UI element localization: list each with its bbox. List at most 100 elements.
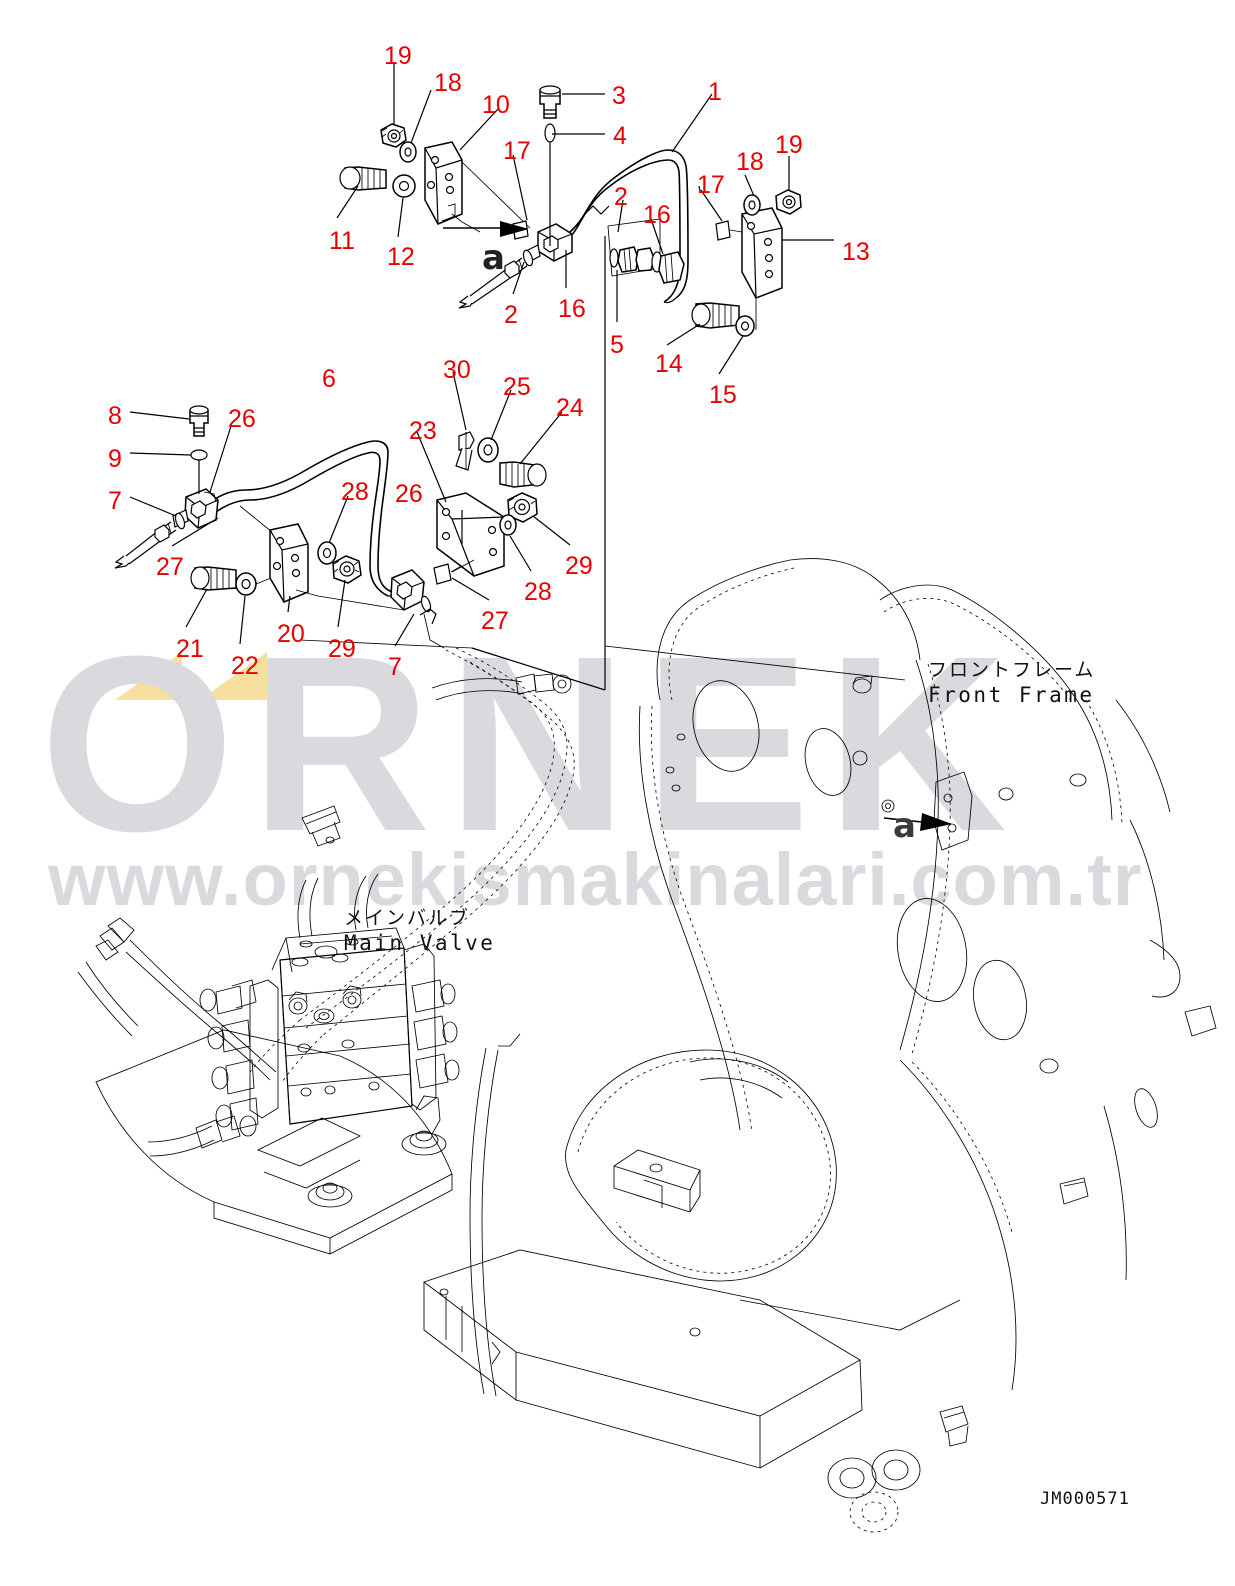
callout-number-18: 18 <box>736 148 764 176</box>
watermark-triangles <box>115 652 267 700</box>
bracket-13 <box>741 207 783 299</box>
callout-number-9: 9 <box>108 445 122 473</box>
valve-right-ports <box>403 943 460 1111</box>
callout-number-23: 23 <box>409 417 437 445</box>
watermark-brand-text: ORNEK <box>40 604 1023 883</box>
hose-clamp-mid <box>301 805 341 847</box>
upper-tube-assembly <box>336 62 834 375</box>
caption-front-frame: フロントフレーム Front Frame <box>928 655 1095 707</box>
bolt-21 <box>190 566 237 591</box>
callout-number-30: 30 <box>443 356 471 384</box>
callout-number-6: 6 <box>322 365 336 393</box>
front-frame-drawing <box>423 558 1217 1533</box>
callout-number-19: 19 <box>384 42 412 70</box>
section-arrow-a-left <box>443 221 529 237</box>
washer-25 <box>477 437 499 463</box>
callout-number-26: 26 <box>395 480 423 508</box>
callout-number-7: 7 <box>388 653 402 681</box>
plug-bolt-8 <box>189 405 209 437</box>
callout-number-19: 19 <box>775 131 803 159</box>
hose-coupling-upper <box>515 673 572 695</box>
callout-number-28: 28 <box>341 478 369 506</box>
callout-number-2: 2 <box>614 183 628 211</box>
elbow-fitting-left <box>523 223 573 264</box>
callout-number-14: 14 <box>655 350 683 378</box>
nut-19-left <box>380 123 407 148</box>
clamp-27-right <box>433 563 452 585</box>
callout-number-29: 29 <box>565 552 593 580</box>
caption-main-valve-jp: メインバルブ <box>344 907 471 929</box>
callout-number-5: 5 <box>610 331 624 359</box>
bracket-plate-20 <box>269 523 309 603</box>
callout-number-17: 17 <box>697 171 725 199</box>
valve-mount-right <box>401 1095 447 1156</box>
frame-hardware <box>665 675 1087 1074</box>
callout-number-20: 20 <box>277 620 305 648</box>
drawing-number: JM000571 <box>1040 1489 1130 1509</box>
bolt-11 <box>339 166 387 191</box>
callout-number-2: 2 <box>504 301 518 329</box>
pin-30 <box>455 431 475 471</box>
washer-18-right <box>743 194 761 216</box>
callout-number-29: 29 <box>328 635 356 663</box>
callout-number-13: 13 <box>842 238 870 266</box>
callout-number-1: 1 <box>708 78 722 106</box>
callout-number-26: 26 <box>228 405 256 433</box>
washer-18-left <box>399 141 417 163</box>
boss-cluster <box>827 1449 921 1533</box>
callout-number-4: 4 <box>613 122 627 150</box>
watermark-url-text: www.ornekismakinalari.com.tr <box>47 838 1143 921</box>
callout-number-22: 22 <box>231 652 259 680</box>
caption-main-valve-en: Main Valve <box>344 931 496 955</box>
washer-15 <box>735 315 755 337</box>
bracket-plate-10 <box>424 141 463 225</box>
callout-number-16: 16 <box>558 295 586 323</box>
caption-main-valve: メインバルブ Main Valve <box>344 903 495 955</box>
hose-routing <box>77 647 575 1083</box>
callout-number-15: 15 <box>709 381 737 409</box>
frame-step-plate <box>423 1249 961 1469</box>
valve-mount-left <box>307 1182 353 1208</box>
valve-spools <box>288 985 362 1024</box>
elbow-fitting-lower-right <box>390 569 425 611</box>
caption-front-frame-jp: フロントフレーム <box>928 659 1096 681</box>
nut-29-mid <box>332 555 362 584</box>
washer-12 <box>392 174 416 198</box>
valve-left-ports <box>199 979 279 1131</box>
callout-number-21: 21 <box>176 635 204 663</box>
callout-number-27: 27 <box>156 553 184 581</box>
section-marker-a-upper: a <box>482 238 505 278</box>
callout-number-11: 11 <box>329 227 355 255</box>
section-divider <box>299 236 906 691</box>
nut-19-right <box>775 189 802 215</box>
plug-bolt-3 <box>539 85 561 119</box>
callout-number-3: 3 <box>612 82 626 110</box>
main-valve-assembly <box>95 873 460 1255</box>
callout-number-24: 24 <box>556 394 584 422</box>
section-marker-a-frame: a <box>893 806 916 846</box>
bolt-24 <box>499 461 547 488</box>
callout-number-25: 25 <box>503 373 531 401</box>
section-arrow-a-frame <box>883 813 952 831</box>
callout-number-17: 17 <box>503 137 531 165</box>
washer-28-mid <box>317 541 337 565</box>
callout-number-16: 16 <box>643 201 671 229</box>
lower-tube-assembly <box>114 371 571 649</box>
caption-front-frame-en: Front Frame <box>928 683 1095 707</box>
bracket-plate-23 <box>436 492 505 577</box>
washer-28-right <box>499 514 517 536</box>
callout-number-12: 12 <box>387 243 415 271</box>
hose-stub-lower-left <box>114 521 177 569</box>
clamp-17-right <box>715 220 731 241</box>
callout-number-7: 7 <box>108 487 122 515</box>
frame-mount-bracket <box>933 771 973 851</box>
fitting-stack-right <box>609 246 685 284</box>
callout-number-18: 18 <box>434 69 462 97</box>
callout-number-28: 28 <box>524 578 552 606</box>
washer-22 <box>235 572 257 596</box>
callout-number-10: 10 <box>482 91 510 119</box>
callout-number-8: 8 <box>108 402 122 430</box>
